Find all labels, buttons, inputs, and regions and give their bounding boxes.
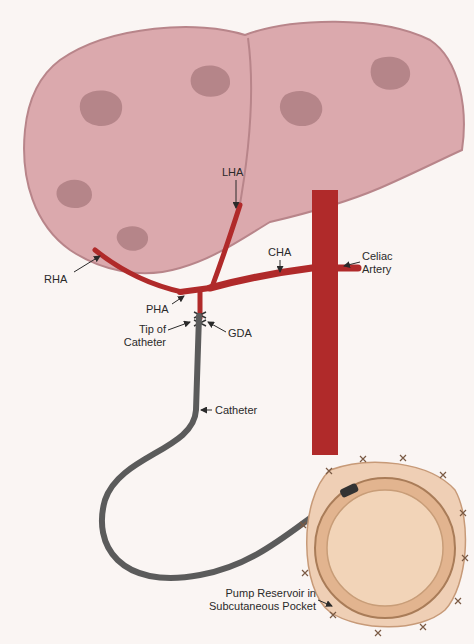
hepatic-arteries bbox=[95, 205, 358, 318]
artery-label: RHA bbox=[44, 273, 74, 286]
liver bbox=[24, 22, 464, 273]
subcutaneous-pocket bbox=[307, 462, 466, 626]
callout-label: Tip of Catheter bbox=[104, 323, 166, 349]
aorta bbox=[312, 190, 338, 455]
pump-face bbox=[327, 490, 443, 606]
artery-label: CHA bbox=[268, 246, 298, 259]
sutures bbox=[300, 455, 468, 636]
callout-label: Catheter bbox=[215, 404, 275, 417]
pump-port bbox=[339, 483, 359, 499]
artery-label: Celiac Artery bbox=[362, 250, 422, 276]
liver-fissure bbox=[238, 38, 251, 215]
artery-label: GDA bbox=[228, 327, 258, 340]
callout-label: Pump Reservoir in Subcutaneous Pocket bbox=[196, 587, 316, 613]
leader-lines bbox=[74, 180, 360, 606]
artery-label: PHA bbox=[146, 303, 172, 316]
pump bbox=[315, 478, 455, 618]
artery-label: LHA bbox=[222, 166, 252, 179]
